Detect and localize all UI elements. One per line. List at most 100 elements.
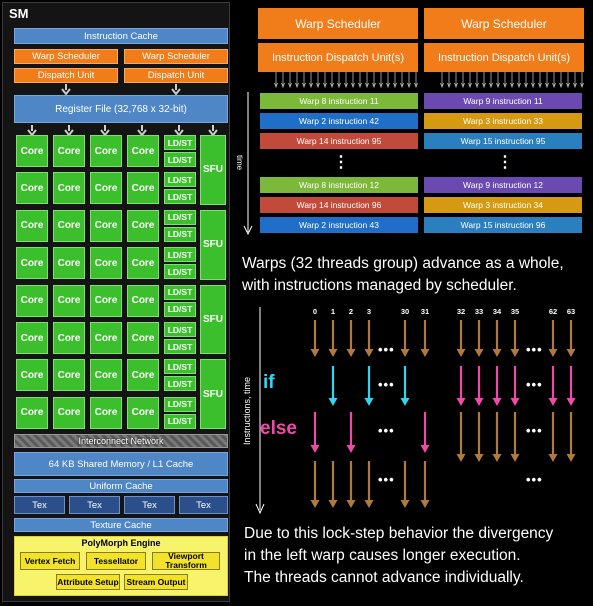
core: Core <box>53 172 85 205</box>
sfu-unit: SFU <box>200 359 226 430</box>
vdots-right: ⋮ <box>497 154 513 171</box>
thread-arrow <box>548 412 558 462</box>
left-instruction: Warp 2 instruction 43 <box>260 217 418 233</box>
thread-arrow <box>364 320 374 357</box>
core: Core <box>16 322 48 354</box>
warp-scheduler-2: Warp Scheduler <box>124 49 228 64</box>
right-instruction: Warp 15 instruction 96 <box>424 217 582 233</box>
attribute-setup: Attribute Setup <box>56 574 120 590</box>
sm-title: SM <box>9 6 29 21</box>
thread-arrow <box>328 320 338 357</box>
right-instruction: Warp 3 instruction 34 <box>424 197 582 213</box>
thread-arrow <box>328 461 338 508</box>
thread-arrow <box>364 461 374 508</box>
sfu-unit: SFU <box>200 209 226 280</box>
thread-arrow <box>420 320 430 357</box>
time-axis <box>243 92 253 236</box>
ld-st-unit: LD/ST <box>164 413 196 429</box>
vdots-left: ⋮ <box>333 154 349 171</box>
left-instruction: Warp 14 instruction 96 <box>260 197 418 213</box>
core: Core <box>127 284 159 317</box>
ld-st-unit: LD/ST <box>164 284 196 300</box>
core: Core <box>90 284 122 317</box>
ld-st-unit: LD/ST <box>164 322 196 337</box>
thread-arrow <box>548 320 558 357</box>
caption-warps-line1: Warps (32 threads group) advance as a wh… <box>242 255 564 272</box>
core: Core <box>127 135 159 167</box>
sfu-unit: SFU <box>200 284 226 355</box>
dispatch-fan-arrows <box>274 72 584 89</box>
if-thread-arrow <box>364 366 374 406</box>
thread-arrow <box>510 412 520 462</box>
instruction-column-right: Warp 9 instruction 11 Warp 3 instruction … <box>424 93 582 243</box>
thread-arrow <box>346 461 356 508</box>
core: Core <box>53 396 85 429</box>
ellipsis-right-4: ••• <box>526 472 543 487</box>
warp-scheduler-right: Warp Scheduler <box>424 8 584 39</box>
tex-unit-2: Tex <box>69 496 120 514</box>
caption-warps: Warps (32 threads group) advance as a wh… <box>242 253 592 297</box>
dispatch-unit-1: Dispatch Unit <box>14 68 118 83</box>
caption-warps-line2: with instructions managed by scheduler. <box>242 277 517 294</box>
warp-scheduler-1: Warp Scheduler <box>14 49 118 64</box>
ellipsis-left-2: ••• <box>378 377 395 392</box>
thread-tick: 30 <box>400 307 410 316</box>
ellipsis-left-1: ••• <box>378 342 395 357</box>
core: Core <box>16 284 48 317</box>
caption-divergence-line3: The threads cannot advance individually. <box>244 569 524 586</box>
core: Core <box>16 172 48 205</box>
right-instruction: Warp 3 instruction 33 <box>424 113 582 129</box>
thread-arrow <box>400 461 410 508</box>
core: Core <box>16 359 48 392</box>
core: Core <box>90 247 122 280</box>
right-instruction: Warp 9 instruction 12 <box>424 177 582 193</box>
if-thread-arrow <box>400 366 410 406</box>
if-thread-arrow <box>474 366 484 406</box>
core: Core <box>16 247 48 280</box>
thread-arrow <box>420 461 430 508</box>
if-thread-arrow <box>548 366 558 406</box>
core: Core <box>90 209 122 242</box>
ld-st-unit: LD/ST <box>164 135 196 150</box>
core: Core <box>127 322 159 354</box>
dispatch-unit-left: Instruction Dispatch Unit(s) <box>258 43 418 72</box>
thread-arrow <box>456 412 466 462</box>
thread-arrow <box>456 320 466 357</box>
core: Core <box>53 322 85 354</box>
if-thread-arrow <box>566 366 576 406</box>
left-instruction: Warp 8 instruction 11 <box>260 93 418 109</box>
ld-st-unit: LD/ST <box>164 247 196 263</box>
thread-arrow <box>400 320 410 357</box>
ellipsis-right-3: ••• <box>526 423 543 438</box>
ld-st-unit: LD/ST <box>164 209 196 225</box>
core: Core <box>127 396 159 429</box>
vertex-fetch: Vertex Fetch <box>20 552 80 570</box>
thread-tick: 35 <box>510 307 520 316</box>
thread-tick: 33 <box>474 307 484 316</box>
thread-tick: 34 <box>492 307 502 316</box>
if-thread-arrow <box>510 366 520 406</box>
left-instruction: Warp 14 instruction 95 <box>260 133 418 149</box>
shared-memory: 64 KB Shared Memory / L1 Cache <box>14 452 228 476</box>
if-thread-arrow <box>328 366 338 406</box>
texture-cache: Texture Cache <box>14 518 228 532</box>
instruction-cache: Instruction Cache <box>14 28 228 44</box>
left-instruction: Warp 8 instruction 12 <box>260 177 418 193</box>
thread-arrow <box>510 320 520 357</box>
core: Core <box>53 135 85 167</box>
core: Core <box>127 359 159 392</box>
thread-arrow <box>566 412 576 462</box>
else-thread-arrow <box>420 412 430 453</box>
warp-scheduler-left: Warp Scheduler <box>258 8 418 39</box>
caption-divergence-line2: in the left warp causes longer execution… <box>244 547 521 564</box>
core: Core <box>16 396 48 429</box>
ellipsis-right-1: ••• <box>526 342 543 357</box>
dispatch-arrows <box>61 84 181 95</box>
right-instruction: Warp 9 instruction 11 <box>424 93 582 109</box>
core: Core <box>53 284 85 317</box>
right-instruction: Warp 15 instruction 95 <box>424 133 582 149</box>
core: Core <box>90 172 122 205</box>
thread-arrow <box>346 320 356 357</box>
thread-arrow <box>310 320 320 357</box>
